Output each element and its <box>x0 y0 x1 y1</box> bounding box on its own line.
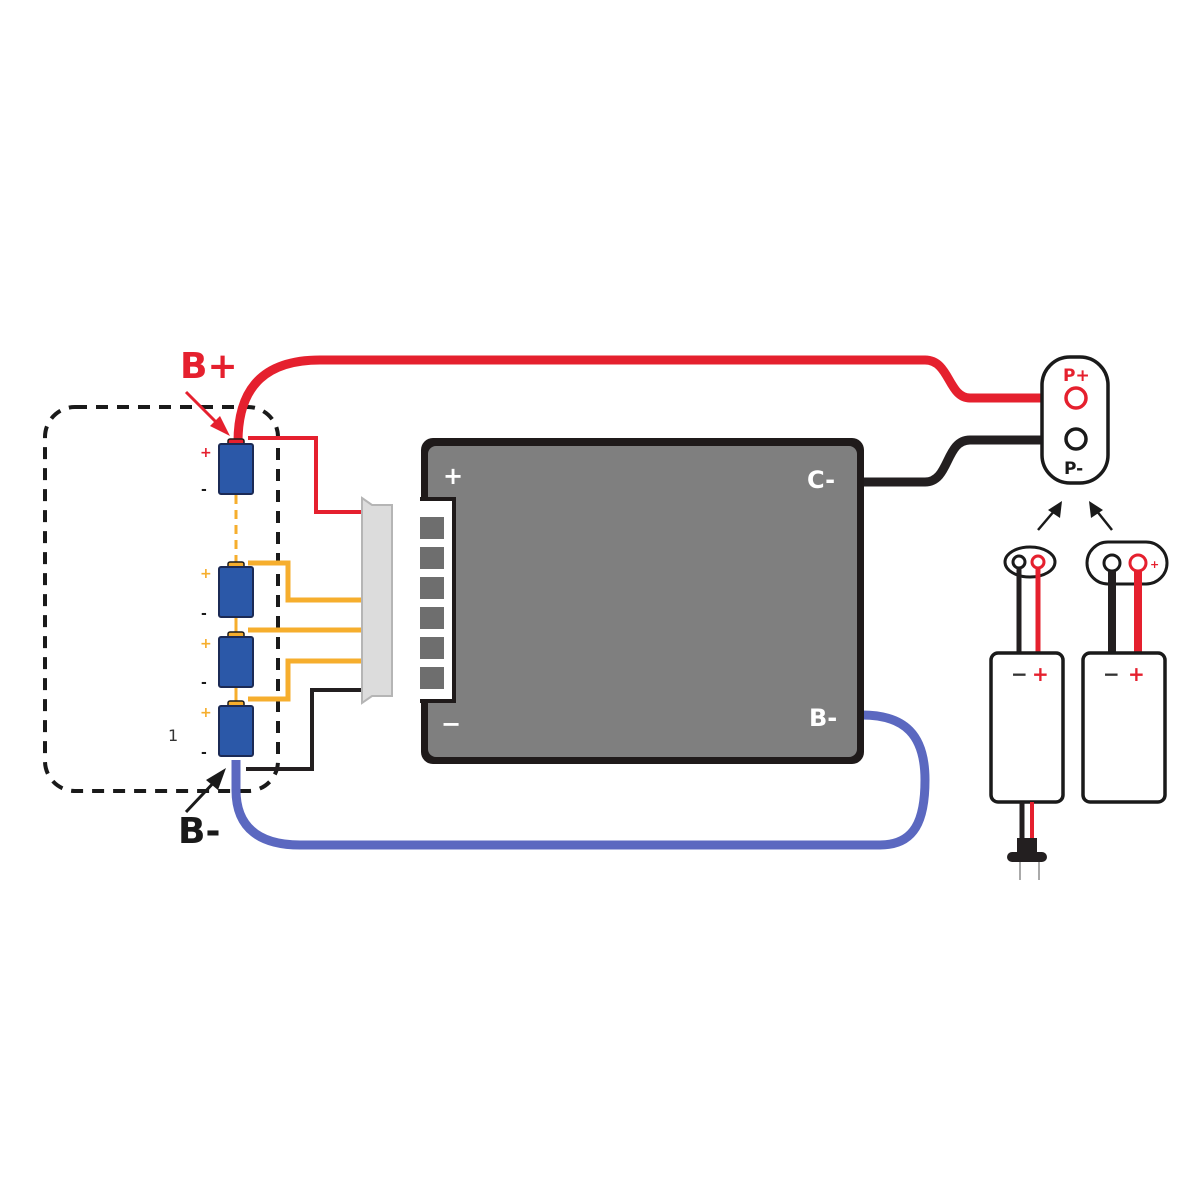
battery-negative-label: B- <box>178 811 220 852</box>
load-minus-label: − <box>1103 662 1120 686</box>
charger-plug-base <box>1007 852 1047 862</box>
balance-wire-bottom <box>246 688 364 771</box>
positive-main-wire <box>233 355 1075 447</box>
charge-negative-wire <box>855 435 1073 487</box>
charger-arrowhead <box>1048 501 1062 518</box>
cell-4-minus: - <box>201 745 207 761</box>
charger-plug-negative <box>1011 554 1027 570</box>
board-minus-label: − <box>441 710 461 738</box>
bms-board <box>428 446 857 757</box>
output-negative-terminal <box>1064 427 1088 451</box>
balance-wire-4 <box>248 658 364 702</box>
output-negative-label: P- <box>1064 459 1083 479</box>
cell-1 <box>218 443 254 495</box>
output-positive-label: P+ <box>1063 366 1090 386</box>
load-device: + − + <box>1081 540 1169 804</box>
battery-pack-outline <box>43 405 280 793</box>
load-plus-label: + <box>1128 662 1145 686</box>
battery-positive-arrowhead <box>210 416 230 436</box>
socket-pin-4 <box>420 607 444 629</box>
battery-negative-arrowhead <box>206 768 226 790</box>
load-arrowhead <box>1089 501 1103 518</box>
battery-positive-label: B+ <box>180 346 238 387</box>
cell-2-minus: - <box>201 606 207 622</box>
load-plug-oval <box>1085 540 1169 586</box>
socket-pin-2 <box>420 547 444 569</box>
charger-plug-positive <box>1030 554 1046 570</box>
charger-minus-label: − <box>1011 662 1028 686</box>
board-charge-negative-label: C- <box>807 466 835 494</box>
socket-pin-1 <box>420 517 444 539</box>
load-plug-plus-mark: + <box>1150 558 1159 571</box>
cell-1-minus: - <box>201 482 207 498</box>
output-port <box>1040 355 1110 485</box>
socket-pin-5 <box>420 637 444 659</box>
board-plus-label: + <box>443 462 463 490</box>
cell-4 <box>218 705 254 757</box>
cell-3-minus: - <box>201 675 207 691</box>
balance-wire-2 <box>248 560 364 603</box>
cell-3-plus: + <box>200 636 212 652</box>
charger-device: − + <box>989 545 1065 880</box>
load-plug-positive <box>1128 553 1148 573</box>
cell-2-plus: + <box>200 566 212 582</box>
load-arrow <box>1095 509 1113 531</box>
balance-wire-top <box>248 436 364 514</box>
charger-body <box>989 651 1065 804</box>
cell-1-plus: + <box>200 445 212 461</box>
cell-4-plus: + <box>200 705 212 721</box>
output-positive-terminal <box>1064 386 1088 410</box>
battery-negative-wire <box>231 710 930 850</box>
balance-plug <box>361 496 393 705</box>
socket-pin-3 <box>420 577 444 599</box>
charger-arrow <box>1037 509 1056 531</box>
board-battery-negative-label: B- <box>809 704 837 732</box>
socket-pin-6 <box>420 667 444 689</box>
charger-plus-label: + <box>1032 662 1049 686</box>
charger-plug-head <box>1017 838 1037 856</box>
load-plug-negative <box>1102 553 1122 573</box>
cell-2 <box>218 566 254 618</box>
cell-3 <box>218 636 254 688</box>
cell-index-label: 1 <box>168 726 178 745</box>
load-body <box>1081 651 1167 804</box>
